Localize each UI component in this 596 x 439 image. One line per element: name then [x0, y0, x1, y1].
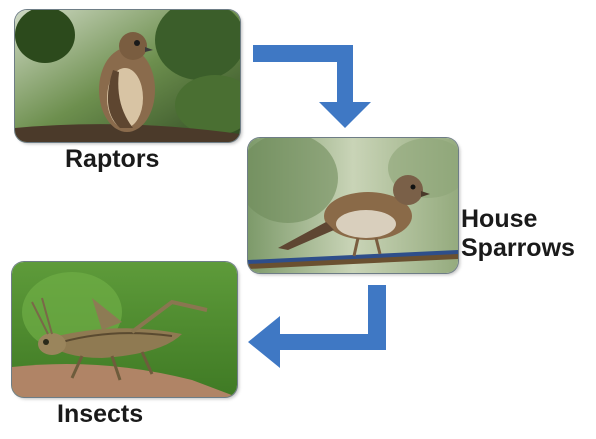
grasshopper-photo [12, 262, 237, 397]
house-sparrows-label-line1: House [461, 205, 575, 234]
sparrow-photo [248, 138, 458, 273]
raptor-photo [15, 10, 240, 142]
house-sparrows-label-line2: Sparrows [461, 234, 575, 263]
arrow-raptors-to-sparrows [245, 40, 385, 130]
arrow-sparrows-to-insects [240, 280, 390, 370]
raptors-label: Raptors [65, 145, 159, 174]
insects-label: Insects [57, 400, 143, 429]
house-sparrows-label: House Sparrows [461, 205, 575, 263]
